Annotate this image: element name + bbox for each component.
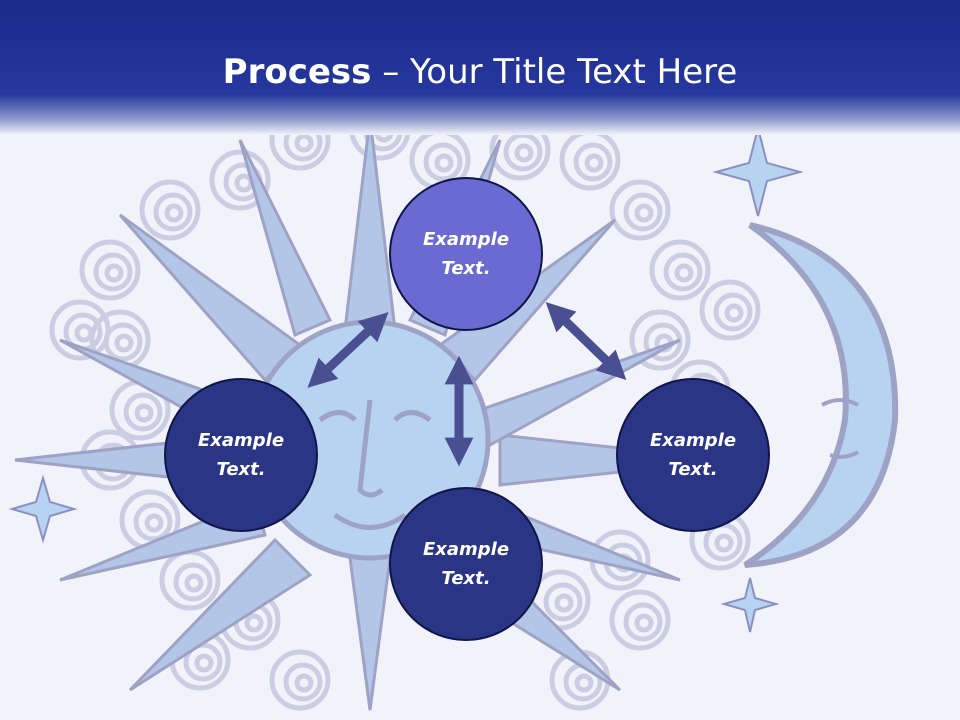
star-icon bbox=[8, 127, 804, 633]
arrow-top-left bbox=[307, 312, 389, 388]
crescent-moon-icon bbox=[743, 222, 899, 568]
process-node-right: Example Text. bbox=[616, 378, 770, 532]
page-title: Process – Your Title Text Here bbox=[222, 52, 738, 92]
arrow-top-right bbox=[545, 301, 627, 381]
process-node-top: Example Text. bbox=[389, 177, 543, 331]
process-node-bottom: Example Text. bbox=[389, 487, 543, 641]
process-node-left: Example Text. bbox=[164, 378, 318, 532]
title-bar: Process – Your Title Text Here bbox=[0, 0, 960, 135]
